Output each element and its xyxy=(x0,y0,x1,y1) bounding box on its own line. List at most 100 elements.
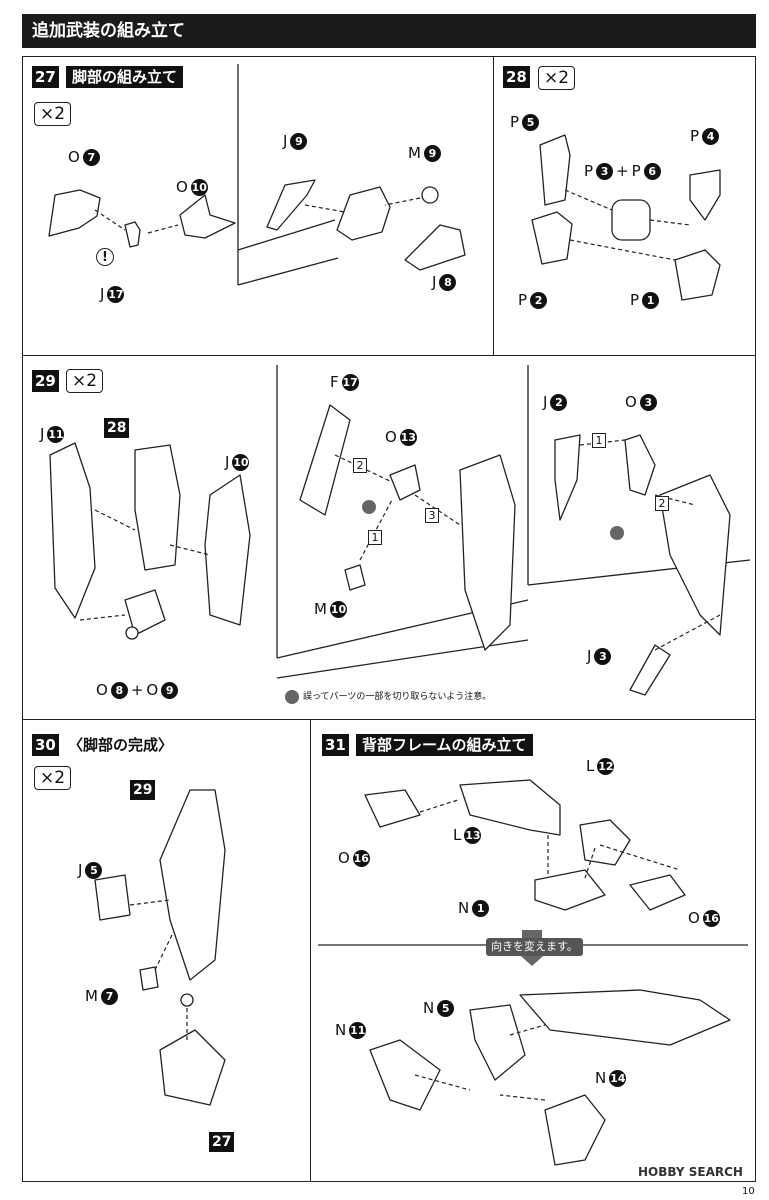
part-letter: J xyxy=(78,861,83,879)
caution-note-text: 誤ってパーツの一部を切り取らないよう注意。 xyxy=(303,692,492,702)
step-31-title: 背部フレームの組み立て xyxy=(356,734,533,756)
part-letter: L xyxy=(586,757,595,775)
step-28-number: 28 xyxy=(503,66,530,88)
step-29-number: 29 xyxy=(32,370,59,392)
part-number: 13 xyxy=(464,826,482,844)
step-28-multiplier: ×2 xyxy=(538,66,576,90)
part-letter: M xyxy=(408,144,421,162)
part-number: 7 xyxy=(82,148,100,166)
part-letter: J xyxy=(283,132,288,150)
part-number: 12 xyxy=(597,757,615,775)
part-letter: O xyxy=(146,681,159,699)
order-mark-1: 1 xyxy=(368,530,382,545)
part-letter: J xyxy=(100,285,105,303)
part-number: 1 xyxy=(472,899,490,917)
part-letter: M xyxy=(314,600,327,618)
part-letter: J xyxy=(543,393,548,411)
part-letter: O xyxy=(385,428,397,446)
part-letter: J xyxy=(40,425,45,443)
plus-sign: + xyxy=(130,681,144,699)
part-letter: O xyxy=(625,393,637,411)
step-27-panel xyxy=(22,56,494,356)
section-header: 追加武装の組み立て xyxy=(22,14,756,48)
part-number: 3 xyxy=(594,647,612,665)
part-number: 11 xyxy=(349,1021,367,1039)
part-letter: J xyxy=(432,273,437,291)
watermark: HOBBY SEARCH xyxy=(638,1165,743,1179)
step-30-multiplier: ×2 xyxy=(34,766,72,790)
order-mark-3: 3 xyxy=(425,508,439,523)
part-number: 16 xyxy=(352,849,370,867)
part-letter: N xyxy=(458,899,470,917)
part-number: 10 xyxy=(329,600,347,618)
step-31-number: 31 xyxy=(322,734,349,756)
part-number: 17 xyxy=(107,285,125,303)
part-number: 13 xyxy=(399,428,417,446)
part-number: 10 xyxy=(232,453,250,471)
part-number: 2 xyxy=(550,393,568,411)
ref-step-28: 28 xyxy=(104,418,130,438)
caution-cut-icon xyxy=(362,500,376,514)
step-30-panel xyxy=(22,719,311,1182)
caution-icon: ! xyxy=(96,246,114,266)
part-number: 9 xyxy=(290,132,308,150)
part-number: 16 xyxy=(702,909,720,927)
part-number: 14 xyxy=(609,1069,627,1087)
part-letter: P xyxy=(690,127,700,145)
part-number: 6 xyxy=(643,162,661,180)
part-number: 7 xyxy=(100,987,118,1005)
plus-sign: + xyxy=(616,162,629,180)
exclamation-icon: ! xyxy=(96,248,114,266)
part-number: 3 xyxy=(639,393,657,411)
part-letter: J xyxy=(587,647,592,665)
part-number: 5 xyxy=(522,113,540,131)
order-mark-2: 2 xyxy=(353,458,367,473)
step-29-multiplier: ×2 xyxy=(66,369,104,393)
part-number: 1 xyxy=(642,291,660,309)
part-letter: J xyxy=(225,453,230,471)
part-number: 2 xyxy=(530,291,548,309)
part-letter: N xyxy=(335,1021,347,1039)
part-letter: O xyxy=(68,148,80,166)
part-number: 3 xyxy=(596,162,614,180)
part-letter: O xyxy=(688,909,700,927)
page-number: 10 xyxy=(742,1186,755,1197)
part-letter: L xyxy=(453,826,462,844)
part-number: 4 xyxy=(702,127,720,145)
part-letter: P xyxy=(584,162,594,180)
part-letter: M xyxy=(85,987,98,1005)
ref-step-27: 27 xyxy=(209,1132,235,1152)
part-letter: P xyxy=(631,162,641,180)
ref-step-29: 29 xyxy=(130,780,156,800)
order-mark-2: 2 xyxy=(655,496,669,511)
part-number: 5 xyxy=(85,861,103,879)
part-number: 8 xyxy=(439,273,457,291)
part-letter: N xyxy=(595,1069,607,1087)
